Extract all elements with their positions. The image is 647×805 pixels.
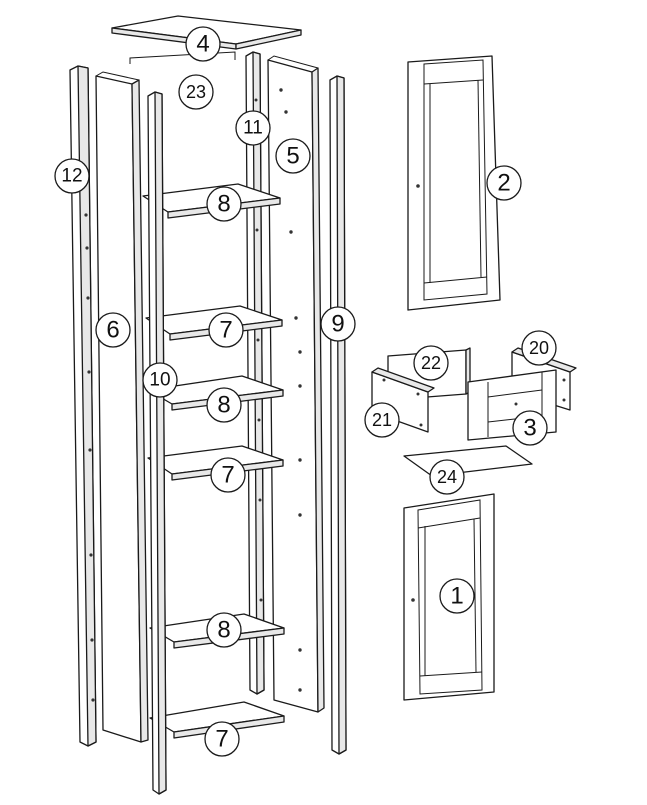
callout-7-top-label: 7 (219, 317, 232, 344)
drawer-bottom (403, 445, 533, 477)
left-side-panel (95, 71, 149, 743)
callout-3: 3 (512, 410, 548, 446)
back-right-post (245, 51, 265, 695)
right-side-panel (267, 55, 325, 713)
callout-24: 24 (429, 459, 465, 495)
right-front-post (329, 75, 347, 755)
callout-20-label: 20 (529, 338, 549, 358)
callout-9-label: 9 (331, 311, 344, 338)
callout-6: 6 (95, 312, 131, 348)
callout-5: 5 (275, 138, 311, 174)
callout-12-label: 12 (61, 166, 82, 187)
callout-22-label: 22 (421, 353, 441, 373)
callout-7-middle-label: 7 (221, 462, 234, 489)
callout-23-label: 23 (186, 82, 206, 102)
callout-1: 1 (439, 578, 475, 614)
callout-8-bottom-label: 8 (217, 617, 230, 644)
callout-4: 4 (185, 26, 221, 62)
callout-12: 12 (54, 158, 90, 194)
callout-4-label: 4 (196, 31, 209, 58)
callout-7-bottom: 7 (204, 721, 240, 757)
callout-7-top: 7 (208, 312, 244, 348)
callout-1-label: 1 (450, 583, 463, 610)
callout-10-label: 10 (149, 370, 170, 391)
callout-3-label: 3 (523, 415, 536, 442)
callout-5-label: 5 (286, 143, 299, 170)
callout-8-middle: 8 (206, 387, 242, 423)
back-panel (129, 51, 236, 64)
callout-24-label: 24 (437, 467, 457, 487)
callout-23: 23 (178, 74, 214, 110)
callout-20: 20 (521, 330, 557, 366)
upper-door (407, 55, 501, 311)
callout-11-label: 11 (243, 118, 263, 139)
callout-2: 2 (486, 165, 522, 201)
callout-2-label: 2 (497, 170, 510, 197)
callout-7-middle: 7 (210, 457, 246, 493)
callout-8-top: 8 (206, 186, 242, 222)
callout-6-label: 6 (106, 317, 119, 344)
callout-8-middle-label: 8 (217, 392, 230, 419)
callout-11: 11 (235, 110, 271, 146)
callout-21: 21 (364, 402, 400, 438)
callout-8-bottom: 8 (206, 612, 242, 648)
callout-8-top-label: 8 (217, 191, 230, 218)
callout-21-label: 21 (372, 410, 392, 430)
left-front-post (147, 91, 167, 795)
left-rear-post (69, 65, 97, 747)
callout-22: 22 (413, 345, 449, 381)
callout-7-bottom-label: 7 (215, 726, 228, 753)
callout-9: 9 (320, 306, 356, 342)
callout-10: 10 (142, 362, 178, 398)
